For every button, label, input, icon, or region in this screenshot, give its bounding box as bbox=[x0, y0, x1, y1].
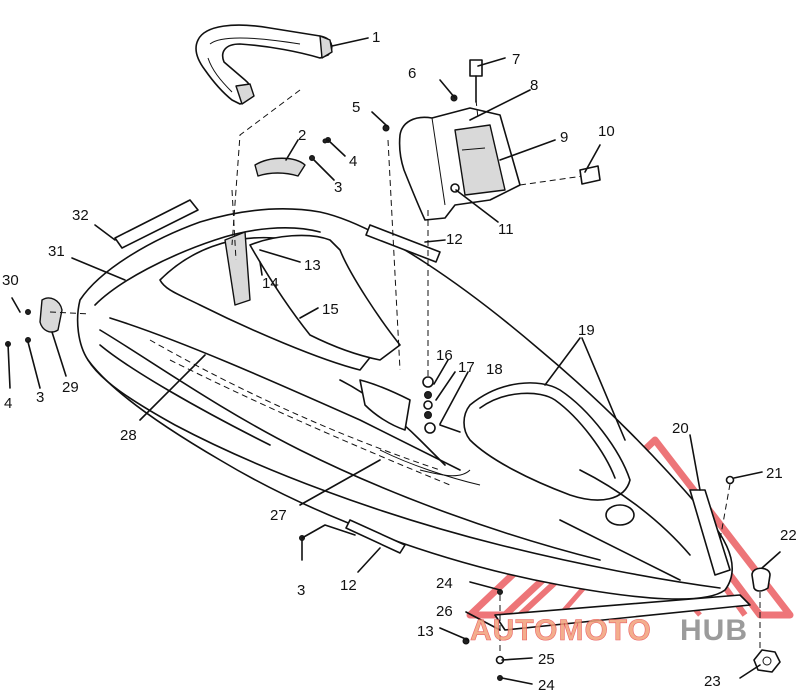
part-label: 14 bbox=[262, 275, 279, 292]
part-label: 4 bbox=[4, 395, 12, 412]
part-label: 26 bbox=[436, 603, 453, 620]
part-label: 3 bbox=[36, 389, 44, 406]
part-label: 19 bbox=[578, 322, 595, 339]
decal-part bbox=[579, 165, 601, 185]
part-label: 8 bbox=[530, 77, 538, 94]
part-label: 3 bbox=[334, 179, 342, 196]
part-labels: 1 2 3 3 3 4 4 5 6 7 8 9 10 11 12 12 13 1… bbox=[2, 29, 797, 692]
part-label: 11 bbox=[498, 221, 514, 238]
part-label: 29 bbox=[62, 379, 79, 396]
part-label: 13 bbox=[417, 623, 434, 640]
part-label: 28 bbox=[120, 427, 137, 444]
deck-strips bbox=[114, 199, 441, 554]
part-label: 24 bbox=[436, 575, 453, 592]
part-label: 12 bbox=[446, 231, 463, 248]
part-label: 15 bbox=[322, 301, 339, 318]
part-label: 6 bbox=[408, 65, 416, 82]
part-label: 21 bbox=[766, 465, 783, 482]
seat-pad bbox=[254, 157, 306, 177]
part-label: 30 bbox=[2, 272, 19, 289]
part-label: 2 bbox=[298, 127, 306, 144]
part-label: 17 bbox=[458, 359, 475, 376]
part-label: 1 bbox=[372, 29, 380, 46]
part-label: 3 bbox=[297, 582, 305, 599]
assembly-lines bbox=[49, 89, 761, 655]
part-label: 27 bbox=[270, 507, 287, 524]
part-label: 9 bbox=[560, 129, 568, 146]
leader-lines bbox=[7, 37, 781, 685]
watermark-text-hub: HUB bbox=[680, 614, 748, 647]
watermark-text-automoto: AUTOMOTO bbox=[470, 614, 652, 647]
part-label: 7 bbox=[512, 51, 520, 68]
part-label: 22 bbox=[780, 527, 797, 544]
part-label: 16 bbox=[436, 347, 453, 364]
part-label: 23 bbox=[704, 673, 721, 690]
part-label: 13 bbox=[304, 257, 321, 274]
watermark-text: AUTOMOTO HUB bbox=[470, 614, 748, 648]
console-part bbox=[398, 59, 521, 221]
hull-body bbox=[76, 208, 751, 631]
part-label: 10 bbox=[598, 123, 615, 140]
part-label: 12 bbox=[340, 577, 357, 594]
part-label: 32 bbox=[72, 207, 89, 224]
part-label: 25 bbox=[538, 651, 555, 668]
part-label: 20 bbox=[672, 420, 689, 437]
part-label: 24 bbox=[538, 677, 555, 692]
handle-part bbox=[195, 24, 333, 105]
part-label: 31 bbox=[48, 243, 65, 260]
part-label: 5 bbox=[352, 99, 360, 116]
part-label: 4 bbox=[349, 153, 357, 170]
part-label: 18 bbox=[486, 361, 503, 378]
